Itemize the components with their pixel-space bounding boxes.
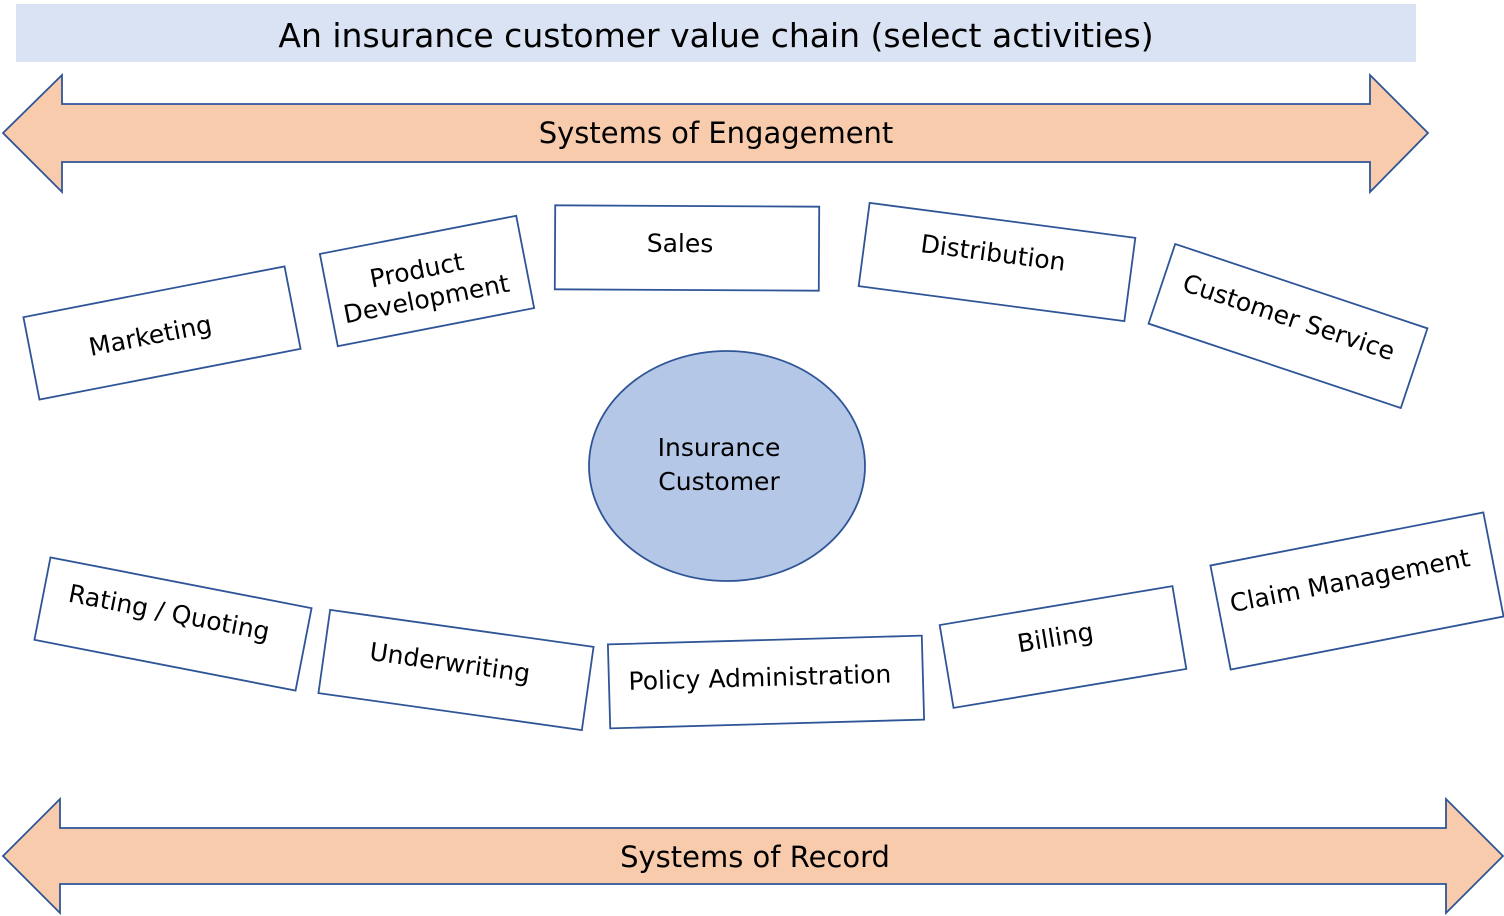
double-arrow-shape [1, 796, 1504, 916]
record-activities: Rating / Quoting Underwriting Policy Adm… [33, 511, 1504, 732]
activity-box-claim-management: Claim Management [1209, 511, 1504, 671]
hub-label-line2: Customer [658, 467, 780, 496]
engagement-activities: Marketing Product Development Sales Dist… [22, 201, 1429, 410]
activity-box-policy-administration: Policy Administration [606, 634, 926, 730]
systems-of-record-arrow: Systems of Record [1, 796, 1504, 916]
activity-box-marketing: Marketing [22, 265, 302, 401]
diagram-title: An insurance customer value chain (selec… [278, 16, 1153, 55]
systems-of-engagement-arrow: Systems of Engagement [1, 72, 1430, 195]
activity-box-sales: Sales [553, 204, 821, 292]
activity-label: Sales [647, 229, 714, 258]
systems-of-record-label: Systems of Record [620, 840, 890, 874]
activity-box-billing: Billing [938, 585, 1188, 709]
insurance-customer-hub: Insurance Customer [588, 350, 866, 582]
activity-box-customer-service: Customer Service [1147, 242, 1429, 410]
systems-of-engagement-label: Systems of Engagement [539, 116, 894, 150]
title-banner: An insurance customer value chain (selec… [16, 4, 1416, 62]
hub-label-line1: Insurance [658, 433, 781, 462]
activity-box-underwriting: Underwriting [317, 608, 595, 732]
hub-ellipse [588, 350, 866, 582]
activity-box-distribution: Distribution [857, 201, 1137, 323]
activity-box-rating-quoting: Rating / Quoting [33, 556, 313, 692]
double-arrow-shape [1, 72, 1430, 195]
title-background [16, 4, 1416, 62]
activity-box-product-development: Product Development [318, 214, 536, 348]
